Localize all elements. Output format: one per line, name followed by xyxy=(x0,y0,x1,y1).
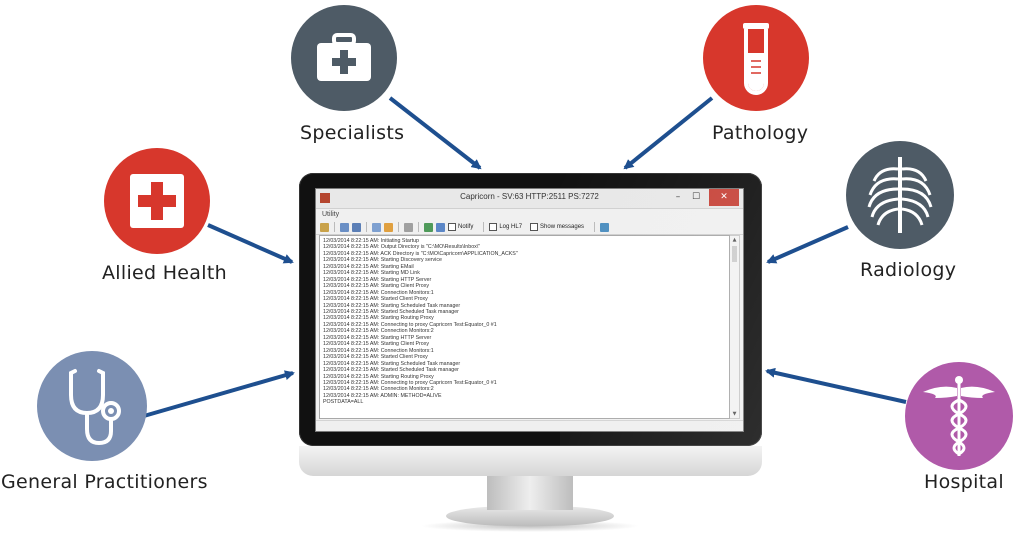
hospital-node xyxy=(905,362,1013,470)
log-line: 12/03/2014 8:22:15 AM: ADMIN: METHOD=ALI… xyxy=(323,392,442,399)
edit-icon[interactable] xyxy=(320,222,329,232)
toolbar-separator xyxy=(483,222,485,232)
radiology-label: Radiology xyxy=(860,259,957,281)
log-line: 12/03/2014 8:22:15 AM: Connecting to pro… xyxy=(323,379,497,386)
log-line: 12/03/2014 8:22:15 AM: Connection Monito… xyxy=(323,347,434,354)
toolbar: Notify Log HL7 Show messages xyxy=(316,220,743,235)
hospital-label: Hospital xyxy=(924,471,1004,493)
toolbar-separator xyxy=(334,222,335,232)
log-line: 12/03/2014 8:22:15 AM: Initiating Startu… xyxy=(323,238,420,244)
printer-icon[interactable] xyxy=(404,222,413,232)
refresh-icon[interactable] xyxy=(424,222,433,232)
window-icon[interactable] xyxy=(436,222,445,232)
log-line: 12/03/2014 8:22:15 AM: Starting Routing … xyxy=(323,315,434,322)
toolbar-separator xyxy=(594,222,596,232)
monitor-chin xyxy=(299,446,762,476)
app-window: Capricorn - SV:63 HTTP:2511 PS:7272 – ☐ … xyxy=(315,188,744,432)
checkbox-box[interactable] xyxy=(448,223,456,231)
log-hl7-label: Log HL7 xyxy=(499,224,523,230)
arrow-allied-health xyxy=(207,223,294,264)
specialists-node xyxy=(291,5,397,111)
toolbar-separator xyxy=(418,222,419,232)
log-line: 12/03/2014 8:22:15 AM: Starting Client P… xyxy=(323,341,430,348)
log-scrollbar[interactable]: ▲ ▼ xyxy=(730,235,740,419)
books-icon[interactable] xyxy=(352,222,361,232)
maximize-button[interactable]: ☐ xyxy=(691,192,701,202)
log-line: 12/03/2014 8:22:15 AM: Starting Schedule… xyxy=(323,302,461,309)
forward-icon[interactable] xyxy=(340,222,349,232)
stethoscope-icon xyxy=(69,369,121,446)
log-line: 12/03/2014 8:22:15 AM: Output Directory … xyxy=(323,244,481,251)
checkbox-box[interactable] xyxy=(530,223,539,231)
log-line: 12/03/2014 8:22:15 AM: Connection Monito… xyxy=(323,386,434,393)
log-line: 12/03/2014 8:22:15 AM: Starting HTTP Ser… xyxy=(323,334,432,341)
toolbar-separator xyxy=(366,222,367,232)
allied-health-label: Allied Health xyxy=(102,262,227,284)
log-line: 12/03/2014 8:22:15 AM: Started Client Pr… xyxy=(323,354,428,361)
caduceus-icon xyxy=(923,376,995,456)
arrow-radiology xyxy=(766,225,849,264)
log-line: POSTDATA=ALL xyxy=(323,399,364,406)
allied-health-node xyxy=(104,148,210,254)
log-line: 12/03/2014 8:22:15 AM: Starting Discover… xyxy=(323,257,442,264)
minimize-button[interactable]: – xyxy=(675,192,681,202)
window-titlebar[interactable]: Capricorn - SV:63 HTTP:2511 PS:7272 – ☐ … xyxy=(316,189,743,209)
log-line: 12/03/2014 8:22:15 AM: Connection Monito… xyxy=(323,289,434,296)
general-practitioners-node xyxy=(37,351,147,461)
arrow-general-practitioners xyxy=(129,370,295,422)
scroll-thumb[interactable] xyxy=(732,246,737,262)
log-hl7-checkbox[interactable]: Log HL7 xyxy=(489,223,522,231)
window-title: Capricorn - SV:63 HTTP:2511 PS:7272 xyxy=(460,192,599,201)
log-line: 12/03/2014 8:22:15 AM: Starting EMail xyxy=(323,263,414,270)
monitor-neck xyxy=(487,476,573,510)
show-messages-checkbox[interactable]: Show messages xyxy=(530,223,584,231)
menu-bar: Utility xyxy=(316,209,743,220)
general-practitioners-label: General Practitioners xyxy=(1,471,208,493)
radiology-node xyxy=(846,141,954,249)
test-tube-icon xyxy=(743,23,769,95)
log-line: 12/03/2014 8:22:15 AM: Starting HTTP Ser… xyxy=(323,276,432,283)
app-icon xyxy=(320,193,330,203)
hand-icon[interactable] xyxy=(384,222,393,232)
monitor-base xyxy=(446,506,614,526)
notify-label: Notify xyxy=(458,224,474,230)
checkbox-box[interactable] xyxy=(489,223,498,231)
specialists-label: Specialists xyxy=(300,122,405,144)
log-line: 12/03/2014 8:22:15 AM: ACK Directory is … xyxy=(323,250,518,257)
show-messages-label: Show messages xyxy=(540,224,585,230)
pathology-node xyxy=(703,5,809,111)
log-line: 12/03/2014 8:22:15 AM: Started Scheduled… xyxy=(323,367,459,374)
arrow-hospital xyxy=(765,367,907,404)
log-output[interactable]: 12/03/2014 8:22:15 AM: Initiating Startu… xyxy=(319,235,730,419)
log-line: 12/03/2014 8:22:15 AM: Starting Schedule… xyxy=(323,360,461,367)
connect-icon[interactable] xyxy=(600,222,610,232)
pathology-label: Pathology xyxy=(712,122,809,144)
menu-utility[interactable]: Utility xyxy=(322,211,340,218)
log-line: 12/03/2014 8:22:15 AM: Starting MD Link xyxy=(323,270,420,277)
arrow-specialists xyxy=(388,96,482,170)
log-line: 12/03/2014 8:22:15 AM: Connection Monito… xyxy=(323,328,434,335)
log-line: 12/03/2014 8:22:15 AM: Starting Routing … xyxy=(323,373,434,380)
log-line: 12/03/2014 8:22:15 AM: Started Client Pr… xyxy=(323,296,428,303)
status-bar xyxy=(316,420,743,431)
document-icon[interactable] xyxy=(372,222,381,232)
scroll-up-icon[interactable]: ▲ xyxy=(732,237,737,243)
log-line: 12/03/2014 8:22:15 AM: Starting Client P… xyxy=(323,283,430,290)
arrow-pathology xyxy=(623,96,714,170)
log-line: 12/03/2014 8:22:15 AM: Started Scheduled… xyxy=(323,308,459,315)
red-cross-icon xyxy=(130,174,184,228)
medical-kit-icon xyxy=(317,33,371,81)
rib-cage-icon xyxy=(867,157,933,233)
log-line: 12/03/2014 8:22:15 AM: Connecting to pro… xyxy=(323,321,497,328)
notify-checkbox[interactable]: Notify xyxy=(448,223,473,231)
toolbar-separator xyxy=(398,222,399,232)
scroll-down-icon[interactable]: ▼ xyxy=(732,411,737,417)
close-button[interactable]: ✕ xyxy=(709,189,739,206)
